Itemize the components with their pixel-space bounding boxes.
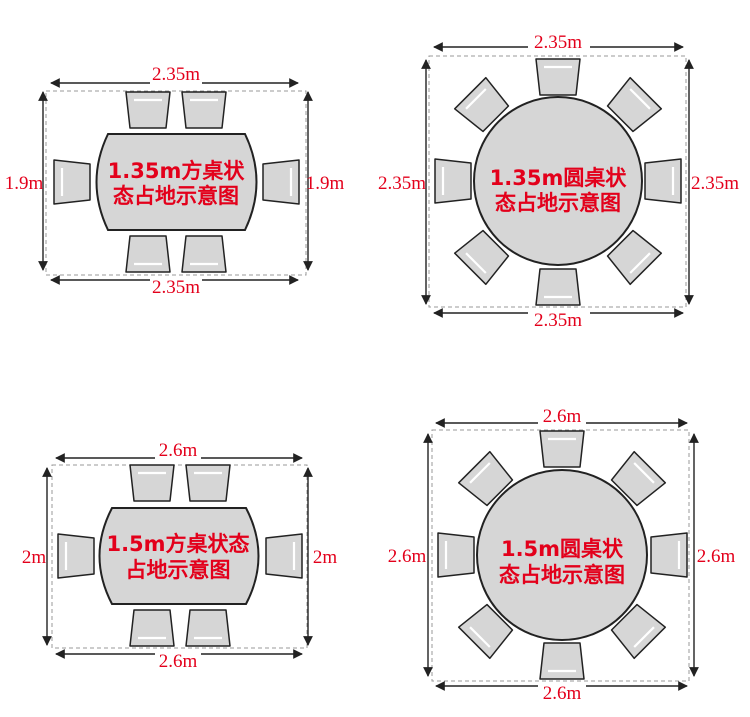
- width-label-bottom: 2.6m: [159, 651, 198, 672]
- height-label-right: 2.6m: [697, 546, 736, 567]
- diagram-title-line2: 态占地示意图: [113, 184, 239, 208]
- chair: [264, 532, 304, 580]
- chair: [436, 531, 476, 579]
- chair: [534, 267, 582, 307]
- chair: [261, 158, 301, 206]
- chair: [433, 157, 473, 205]
- chair: [180, 234, 228, 274]
- height-label-left: 2m: [22, 547, 47, 568]
- diagram-round-table-1-5m: 2.6m 2.6m 2.6m 2.6m 1.5m圆桌状 态占地示意图: [388, 404, 736, 704]
- width-label-bottom: 2.35m: [534, 310, 582, 331]
- chair: [180, 90, 228, 130]
- height-label-left: 2.35m: [378, 173, 426, 194]
- chair: [649, 531, 689, 579]
- square-table: [95, 133, 258, 231]
- width-label-top: 2.35m: [152, 64, 200, 85]
- chair: [128, 463, 176, 503]
- diagram-title-line1: 1.35m圆桌状: [490, 166, 628, 190]
- square-table: [98, 507, 260, 605]
- diagram-title-line2: 态占地示意图: [499, 563, 625, 587]
- diagram-square-table-1-5m: 2.6m 2.6m 2m 2m 1.5m方桌状态 占地示意图: [22, 438, 338, 672]
- diagram-title-line2: 占地示意图: [126, 558, 231, 582]
- height-label-right: 2.35m: [691, 173, 739, 194]
- chair: [538, 429, 586, 469]
- chair: [538, 641, 586, 681]
- chair: [184, 463, 232, 503]
- diagram-title-line1: 1.35m方桌状: [108, 159, 246, 183]
- chair: [184, 608, 232, 648]
- diagram-title-line1: 1.5m圆桌状: [501, 537, 624, 561]
- diagram-round-table-1-35m: 2.35m 2.35m 2.35m 2.35m 1.35m圆桌状 态占地示意图: [378, 30, 739, 332]
- diagram-title-line1: 1.5m方桌状态: [106, 532, 249, 556]
- chair: [52, 158, 92, 206]
- diagram-title-line2: 态占地示意图: [495, 191, 621, 215]
- chair: [124, 90, 172, 130]
- width-label-top: 2.6m: [159, 440, 198, 461]
- chair: [124, 234, 172, 274]
- height-label-right: 1.9m: [306, 173, 345, 194]
- chair: [128, 608, 176, 648]
- chair: [643, 157, 683, 205]
- chair: [56, 532, 96, 580]
- height-label-left: 1.9m: [5, 173, 44, 194]
- round-table: [476, 469, 648, 641]
- height-label-right: 2m: [313, 547, 338, 568]
- width-label-top: 2.35m: [534, 32, 582, 53]
- round-table: [473, 96, 643, 266]
- width-label-top: 2.6m: [543, 406, 582, 427]
- height-label-left: 2.6m: [388, 546, 427, 567]
- width-label-bottom: 2.35m: [152, 277, 200, 298]
- chair: [534, 57, 582, 97]
- diagram-square-table-1-35m: 2.35m 2.35m 1.9m 1.9m 1.35m方桌状 态占地示意图: [5, 62, 345, 298]
- width-label-bottom: 2.6m: [543, 683, 582, 704]
